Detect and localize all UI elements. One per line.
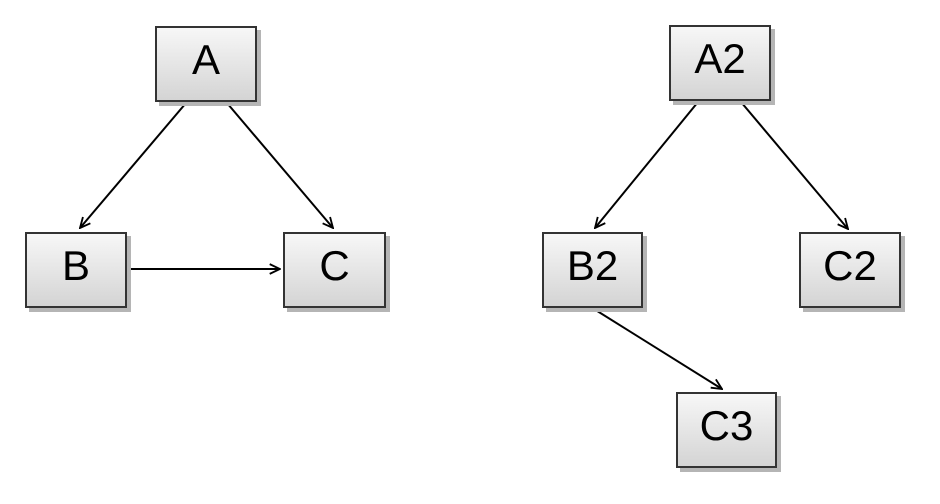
node-C2: C2 [799,232,901,308]
node-label: C3 [699,402,754,449]
node-label: A2 [694,35,746,82]
node-label: A [191,36,220,83]
node-A: A [155,26,257,102]
node-label: C [319,242,350,289]
edge-A-B [80,102,187,228]
node-B2: B2 [542,232,643,308]
node-C: C [283,232,386,308]
node-label: C2 [823,242,877,289]
edge-A2-B2 [595,101,699,228]
node-B: B [25,232,127,308]
node-A2: A2 [669,25,771,101]
node-label: B2 [566,242,619,289]
edge-B2-C3 [593,308,722,389]
node-label: B [61,242,90,289]
edge-group [80,101,848,389]
edge-A2-C2 [740,101,848,229]
edge-A-C [226,102,333,228]
node-C3: C3 [676,392,777,468]
